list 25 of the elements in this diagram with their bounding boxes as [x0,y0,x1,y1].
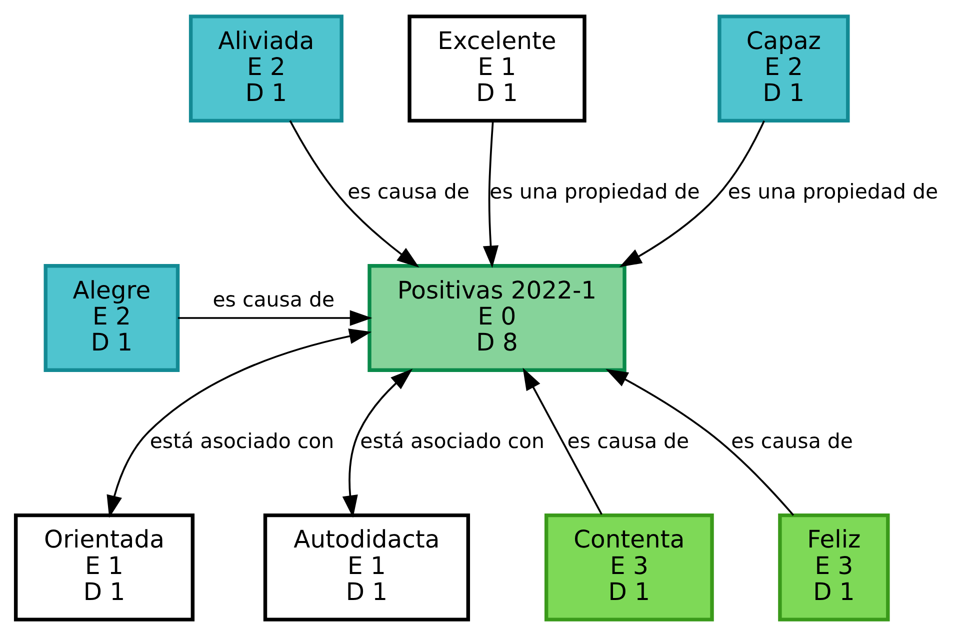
node-box: Orientada E 1 D 1 [14,513,195,622]
edge-label: es causa de [348,179,470,204]
edge-label: es causa de [567,428,690,453]
edge-label: está asociado con [150,428,334,453]
arrow [106,328,372,518]
node-box: Contenta E 3 D 1 [544,513,714,622]
node-box: Feliz E 3 D 1 [778,513,890,622]
arrow [619,120,765,268]
node-box: Aliviada E 2 D 1 [188,14,344,123]
edge-label: está asociado con [360,428,544,453]
node-box: Alegre E 2 D 1 [44,264,180,372]
node-box: Capaz E 2 D 1 [718,14,850,123]
edge-label: es una propiedad de [490,179,700,204]
node-box: Positivas 2022-1 E 0 D 8 [368,264,626,372]
arrow [342,368,413,518]
arrow [289,120,420,268]
node-box: Excelente E 1 D 1 [408,14,586,123]
edge-label: es causa de [731,428,853,453]
edge-label: es causa de [212,287,335,312]
arrow [606,368,794,516]
arrow [482,120,499,268]
arrow [178,310,372,326]
node-box: Autodidacta E 1 D 1 [263,513,470,622]
edge-label: es una propiedad de [728,179,938,204]
arrow [522,368,603,515]
